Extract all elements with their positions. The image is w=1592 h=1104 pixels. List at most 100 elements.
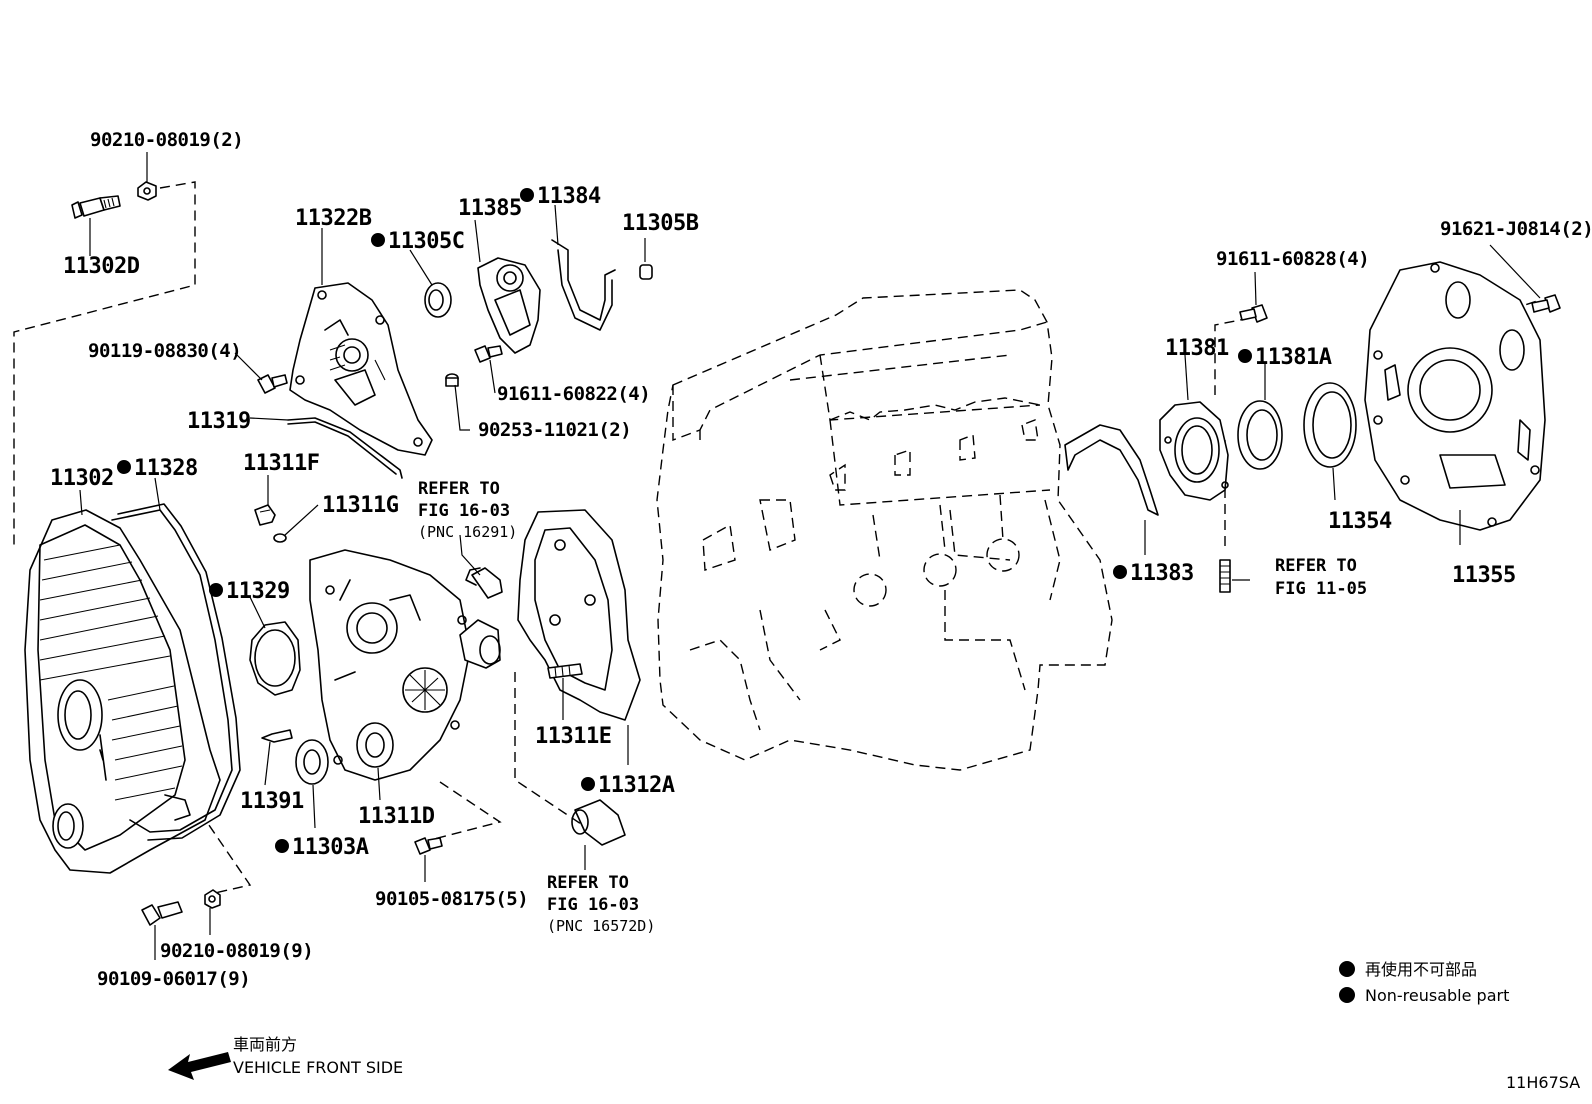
assembly-lines: [13, 181, 1541, 894]
pin-90253-11021: [445, 373, 459, 387]
bolt-91621-J0814: [1531, 294, 1561, 313]
gasket-11383: [1064, 424, 1159, 516]
label-90210-08019-9: 90210-08019(9): [160, 940, 313, 962]
refer-line2: FIG 16-03: [418, 501, 510, 521]
label-11381A: 11381A: [1255, 345, 1332, 370]
label-11384: 11384: [537, 184, 601, 209]
legend-jp: 再使用不可部品: [1365, 960, 1477, 979]
gasket-11384: [551, 239, 616, 331]
seal-11381A: [1237, 400, 1283, 470]
refer-line2: FIG 11-05: [1275, 579, 1367, 599]
label-11312A: 11312A: [598, 773, 675, 798]
label-91611-60822-4: 91611-60822(4): [497, 383, 650, 405]
label-11311D: 11311D: [358, 804, 435, 829]
label-11305C: 11305C: [388, 229, 464, 254]
label-11391: 11391: [240, 789, 304, 814]
legend-dot-en: [1339, 987, 1355, 1003]
rod-11319: [287, 417, 403, 479]
seal-11305C: [424, 282, 452, 318]
refer-line3: (PNC 16572D): [547, 917, 655, 935]
label-11355: 11355: [1452, 563, 1516, 588]
gasket-11328: [111, 503, 241, 841]
refer-note-16291: REFER TO FIG 16-03 (PNC 16291): [418, 479, 517, 541]
label-11354: 11354: [1328, 509, 1392, 534]
label-90253-11021-2: 90253-11021(2): [478, 419, 631, 441]
pipe-pnc-16291: [465, 567, 503, 599]
legend-en: Non-reusable part: [1365, 986, 1509, 1005]
stud-refer-11-05: [1219, 559, 1231, 593]
cover-plate-11322B: [289, 282, 433, 456]
end-plate-11355: [1364, 261, 1546, 531]
nut-90210-08019-bottom: [204, 889, 221, 909]
non-reusable-dot: [1113, 565, 1127, 579]
non-reusable-dot: [117, 460, 131, 474]
housing-11311D: [309, 549, 501, 781]
label-11385: 11385: [458, 196, 522, 221]
bracket-11385: [477, 257, 541, 354]
pin-11391: [261, 729, 293, 743]
refer-line1: REFER TO: [418, 479, 500, 499]
refer-line2: FIG 16-03: [547, 895, 639, 915]
non-reusable-dot: [275, 839, 289, 853]
label-11328: 11328: [134, 456, 198, 481]
label-11311F: 11311F: [243, 451, 319, 476]
refer-line3: (PNC 16291): [418, 523, 517, 541]
label-11381: 11381: [1165, 336, 1229, 361]
label-11311E: 11311E: [535, 724, 611, 749]
legend-dot-jp: [1339, 961, 1355, 977]
label-11319: 11319: [187, 409, 251, 434]
retainer-11381: [1159, 401, 1229, 501]
legend: 再使用不可部品 Non-reusable part: [1339, 960, 1509, 1005]
non-reusable-dot: [520, 188, 534, 202]
label-91621-J0814-2: 91621-J0814(2): [1440, 218, 1592, 240]
part-labels: 90210-08019(2) 11302D 11322B 11305C 1138…: [50, 129, 1592, 990]
label-11303A: 11303A: [292, 835, 369, 860]
bolt-90119-08830: [257, 374, 288, 394]
label-11383: 11383: [1130, 561, 1194, 586]
refer-note-16572D: REFER TO FIG 16-03 (PNC 16572D): [547, 873, 655, 935]
refer-line1: REFER TO: [547, 873, 629, 893]
diagram-code: 11H67SA: [1506, 1073, 1580, 1092]
non-reusable-dot: [209, 583, 223, 597]
timing-cover-11302: [24, 509, 221, 874]
seal-11303A: [295, 739, 329, 785]
bolt-91611-60822: [474, 345, 503, 363]
label-90119-08830-4: 90119-08830(4): [88, 340, 241, 362]
front-label-jp: 車両前方: [233, 1035, 297, 1054]
hose-pnc-16572D: [571, 799, 626, 846]
refer-line1: REFER TO: [1275, 556, 1357, 576]
nut-90210-08019-top: [137, 181, 157, 201]
non-reusable-dot: [1238, 349, 1252, 363]
label-11302D: 11302D: [63, 254, 140, 279]
bolt-91611-60828: [1239, 304, 1268, 323]
label-90210-08019-2: 90210-08019(2): [90, 129, 243, 151]
label-11302: 11302: [50, 466, 114, 491]
bolt-90105-08175: [414, 837, 443, 855]
stud-11311E: [547, 663, 583, 679]
label-90105-08175-5: 90105-08175(5): [375, 888, 528, 910]
seal-11329: [249, 621, 301, 696]
engine-block: [656, 289, 1113, 771]
gasket-11312A: [517, 509, 641, 721]
front-arrow-icon: [168, 1052, 231, 1080]
pin-11305B: [639, 264, 653, 280]
bolt-11302D: [71, 195, 121, 219]
seal-11354: [1303, 382, 1357, 468]
ring-11311G: [273, 533, 287, 543]
label-11305B: 11305B: [622, 211, 699, 236]
plug-11311F: [254, 504, 276, 526]
label-90109-06017-9: 90109-06017(9): [97, 968, 250, 990]
label-11329: 11329: [226, 579, 290, 604]
non-reusable-dot: [371, 233, 385, 247]
leader-lines: [79, 152, 1541, 960]
vehicle-front-indicator: 車両前方 VEHICLE FRONT SIDE: [168, 1035, 403, 1080]
bolt-90109-06017: [141, 901, 183, 926]
refer-note-11-05: REFER TO FIG 11-05: [1275, 556, 1367, 599]
non-reusable-dot: [581, 777, 595, 791]
label-11311G: 11311G: [322, 493, 399, 518]
label-11322B: 11322B: [295, 206, 372, 231]
front-label-en: VEHICLE FRONT SIDE: [233, 1058, 403, 1077]
label-91611-60828-4: 91611-60828(4): [1216, 248, 1369, 270]
